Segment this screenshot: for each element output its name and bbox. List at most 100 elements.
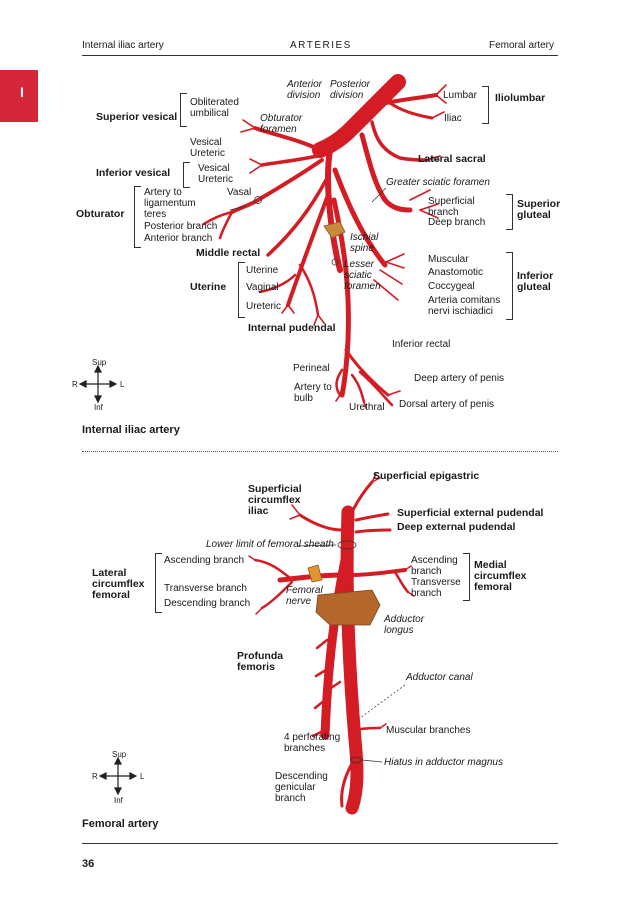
compass1-l: L	[120, 380, 125, 389]
superficial-epigastric-artery	[350, 480, 374, 514]
label-iliac: Iliac	[444, 113, 462, 124]
pudendal-to-penis	[344, 348, 390, 397]
label-lower-limit-femoral-sheath: Lower limit of femoral sheath	[206, 539, 334, 550]
compass1-sup: Sup	[92, 358, 107, 367]
label-dorsal-artery-of-penis: Dorsal artery of penis	[399, 399, 495, 410]
medial-circumflex-femoral-artery	[350, 568, 407, 577]
superficial-circumflex-iliac-artery	[298, 513, 344, 532]
superior-vesical-branch	[253, 126, 322, 152]
obturator-anterior	[218, 210, 234, 240]
label-deep-external-pudendal: Deep external pudendal	[397, 521, 516, 533]
bracket-inferior-gluteal	[506, 252, 513, 320]
compass-graphics	[78, 364, 138, 796]
lcf-descending	[260, 580, 294, 610]
label-femoral-nerve: Femoral nerve	[286, 585, 323, 607]
adductor-longus-shape	[315, 589, 381, 626]
label-transverse-branch-medial: Transverse branch	[411, 577, 461, 599]
label-profunda-femoris: Profunda femoris	[237, 650, 284, 673]
perineal-branch	[335, 368, 344, 397]
superficial-external-pudendal-artery	[354, 512, 390, 522]
label-urethral: Urethral	[349, 402, 385, 413]
femoral-nerve-shape	[307, 564, 323, 583]
anterior-division	[325, 147, 343, 273]
label-inferior-vesical: Inferior vesical	[96, 167, 171, 179]
twigs-fig2	[248, 473, 415, 729]
femoral-artery	[340, 505, 364, 815]
lateral-circumflex-femoral-artery	[277, 572, 343, 583]
bracket-lateral-circumflex	[155, 553, 162, 613]
footer-rule	[82, 843, 558, 844]
bracket-superior-vesical	[180, 93, 187, 127]
internal-pudendal-artery	[331, 197, 351, 398]
label-vasal: Vasal	[227, 187, 252, 198]
label-lateral-circumflex-femoral: Lateral circumflex femoral	[92, 567, 145, 601]
uterine-branch-a	[298, 263, 320, 317]
lcf-ascending	[253, 558, 292, 580]
label-medial-circumflex-femoral: Medial circumflex femoral	[474, 559, 527, 593]
perforating-branches	[311, 638, 342, 738]
label-deep-branch: Deep branch	[428, 217, 486, 228]
label-arteria-comitans: Arteria comitans nervi ischiadici	[428, 295, 501, 317]
label-ascending-branch-medial: Ascending branch	[411, 555, 458, 577]
label-lesser-sciatic-foramen: Lesser sciatic foramen	[344, 259, 381, 292]
label-inferior-gluteal: Inferior gluteal	[517, 270, 554, 293]
label-internal-pudendal: Internal pudendal	[248, 322, 336, 334]
bracket-obturator	[134, 186, 141, 248]
label-adductor-longus: Adductor longus	[384, 614, 425, 636]
label-ureteric-1: Ureteric	[190, 148, 226, 159]
fig2-caption: Femoral artery	[82, 818, 159, 830]
label-ureteric-3: Ureteric	[246, 301, 282, 312]
label-superficial-branch: Superficial branch	[428, 196, 475, 218]
twigs-fig1	[240, 84, 447, 409]
label-obliterated-umbilical: Obliterated umbilical	[190, 97, 239, 119]
label-transverse-branch: Transverse branch	[164, 583, 247, 594]
inferior-vesical-branch	[260, 153, 324, 167]
bracket-iliolumbar	[482, 86, 489, 124]
label-descending-branch: Descending branch	[164, 598, 251, 609]
mcf-transverse	[393, 570, 410, 594]
compass2-inf: Inf	[114, 796, 123, 805]
dorsal-branch	[358, 370, 394, 407]
header-left: Internal iliac artery	[82, 40, 164, 51]
leader-lines	[229, 159, 440, 763]
compass2-sup: Sup	[112, 750, 127, 759]
label-uterine: Uterine	[190, 281, 227, 293]
label-superficial-external-pudendal: Superficial external pudendal	[397, 507, 544, 519]
bracket-medial-circumflex	[463, 553, 470, 601]
label-superficial-epigastric: Superficial epigastric	[373, 470, 480, 482]
superior-gluteal-artery	[359, 132, 413, 213]
label-four-perforating: 4 perforating branches	[284, 732, 341, 754]
label-superior-gluteal: Superior gluteal	[517, 198, 561, 221]
profunda-femoris-artery	[320, 555, 350, 740]
ischial-spine-shape	[323, 221, 346, 239]
obturator-foramen-marker	[254, 196, 262, 204]
vaginal-branch	[258, 273, 297, 294]
label-obturator-foramen: Obturator foramen	[260, 113, 303, 135]
compass1-r: R	[72, 380, 78, 389]
label-muscular-branches: Muscular branches	[386, 725, 471, 736]
iliolumbar-artery	[376, 93, 438, 107]
label-superior-vesical: Superior vesical	[96, 111, 178, 123]
compass2-r: R	[92, 772, 98, 781]
label-posterior-division: Posterior division	[330, 79, 371, 101]
label-ascending-branch: Ascending branch	[164, 555, 245, 566]
label-artery-to-ligamentum-teres: Artery to ligamentum teres	[144, 187, 196, 220]
obturator-artery	[230, 158, 324, 214]
fig1-caption: Internal iliac artery	[82, 424, 180, 436]
compass2-l: L	[140, 772, 145, 781]
internal-iliac-trunk	[312, 74, 406, 158]
label-anterior-division: Anterior division	[287, 79, 323, 101]
label-anastomotic: Anastomotic	[428, 267, 484, 278]
label-hiatus-adductor-magnus: Hiatus in adductor magnus	[384, 757, 503, 768]
bracket-inferior-vesical	[183, 162, 190, 188]
label-coccygeal: Coccygeal	[428, 281, 475, 292]
obturator-posterior	[202, 210, 234, 226]
lateral-sacral-artery	[370, 120, 428, 162]
descending-genicular-artery	[340, 758, 356, 808]
iliolumbar-iliac	[388, 101, 434, 120]
header-center: ARTERIES	[290, 40, 352, 51]
femoral-sheath-marker	[337, 540, 357, 550]
label-artery-to-bulb: Artery to bulb	[294, 382, 332, 404]
label-obturator: Obturator	[76, 208, 125, 220]
compass1-inf: Inf	[94, 403, 103, 412]
